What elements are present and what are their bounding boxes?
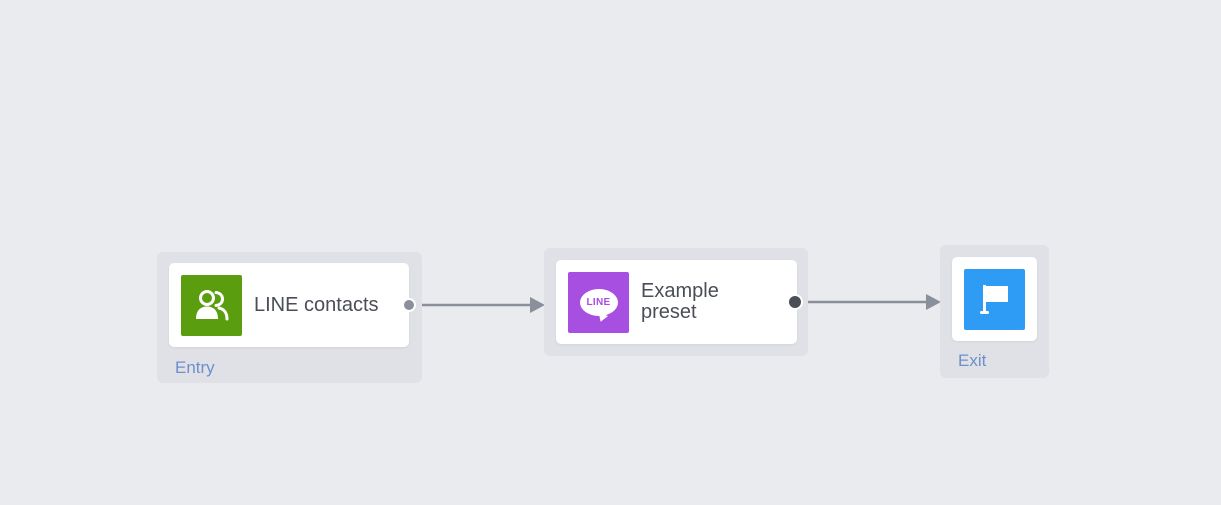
step-group: LINE Example preset <box>544 248 808 356</box>
step-card[interactable]: LINE Example preset <box>556 260 797 344</box>
exit-group: Exit <box>940 245 1049 378</box>
exit-group-label: Exit <box>958 351 987 370</box>
flag-icon <box>979 285 1008 314</box>
step-card-title-line1: Example <box>641 280 719 302</box>
line-badge-text: LINE <box>586 296 611 308</box>
entry-card-title: LINE contacts <box>254 293 379 316</box>
exit-icon-tile <box>964 268 1025 330</box>
connector-entry-to-step[interactable] <box>416 297 545 313</box>
step-card-title-line2: preset <box>641 301 697 323</box>
entry-output-port[interactable] <box>402 298 416 312</box>
step-card-title: Example preset <box>641 281 719 323</box>
connector-step-to-exit[interactable] <box>801 294 941 310</box>
entry-group: LINE contacts Entry <box>157 252 422 383</box>
exit-card[interactable] <box>952 257 1037 341</box>
entry-card[interactable]: LINE contacts <box>169 263 409 347</box>
step-output-port[interactable] <box>787 294 803 310</box>
step-icon-tile: LINE <box>568 271 629 333</box>
contacts-icon <box>195 290 228 321</box>
entry-icon-tile <box>181 274 242 336</box>
entry-group-label: Entry <box>175 358 215 377</box>
line-message-icon: LINE <box>579 288 618 316</box>
